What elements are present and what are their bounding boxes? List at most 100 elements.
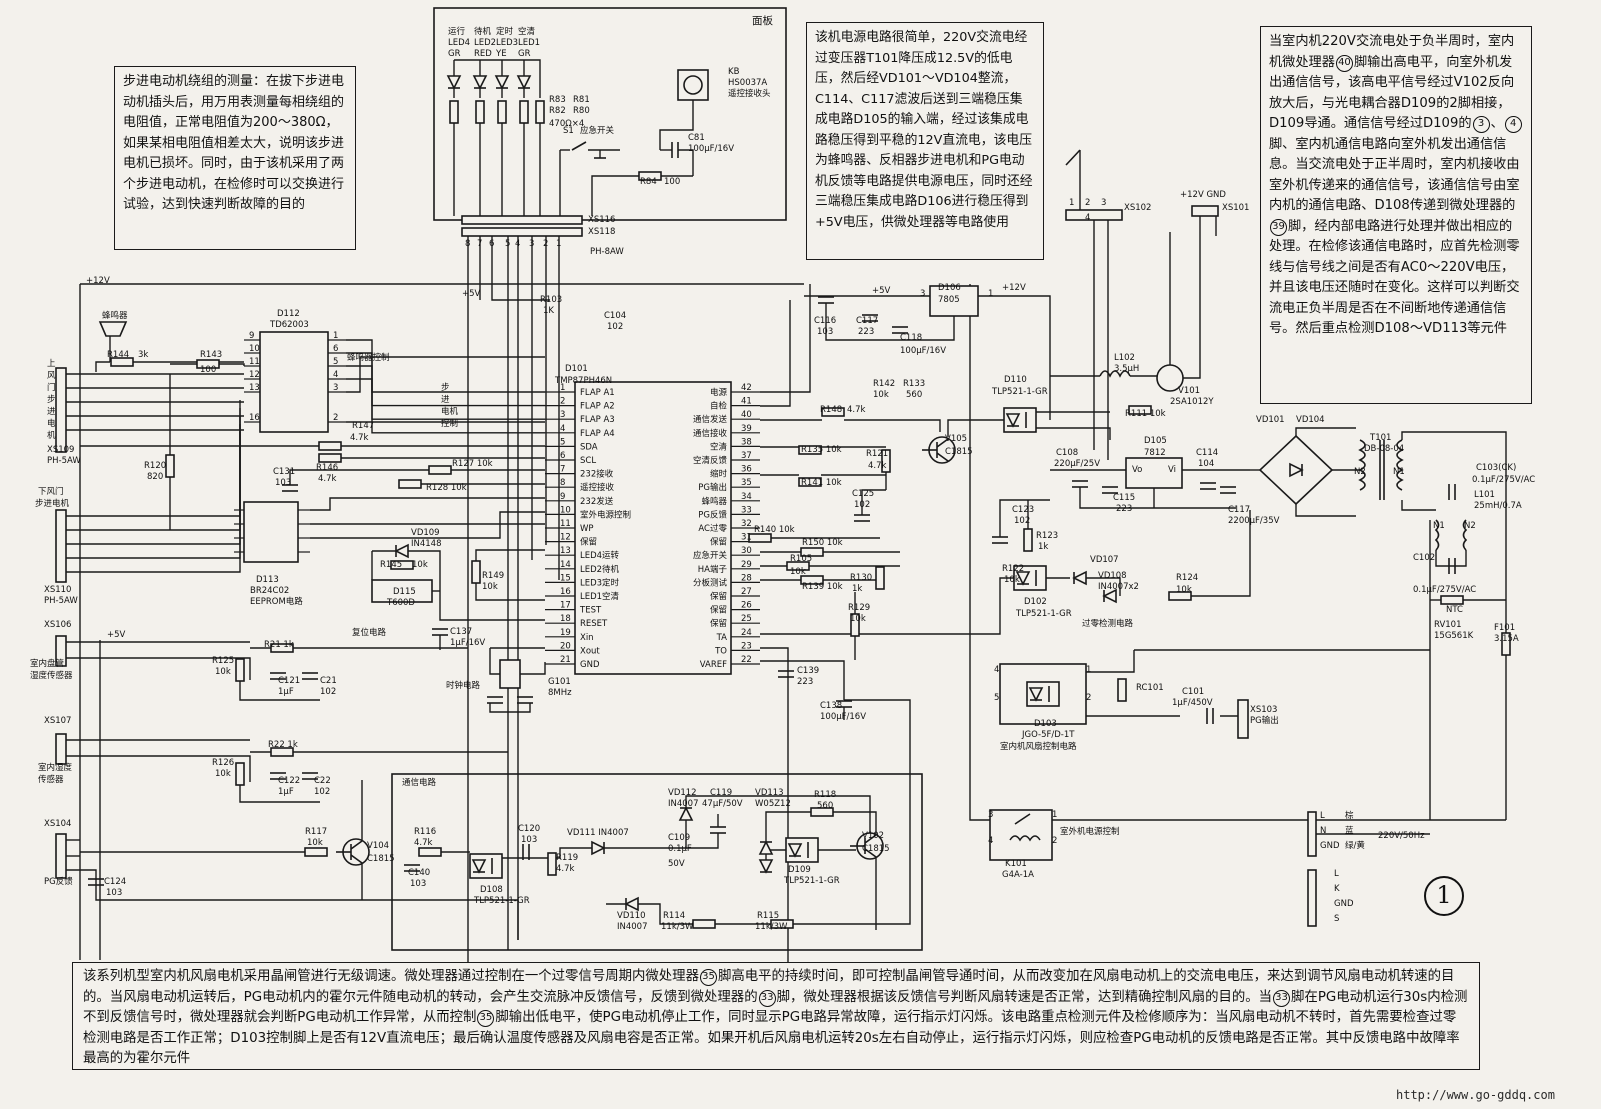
component-label: 蓝: [1345, 825, 1354, 836]
mcu-pin-number: 37: [741, 451, 752, 461]
mcu-pin-number: 30: [741, 546, 752, 556]
power-supply-note: 该机电源电路很简单，220V交流电经过变压器T101降压成12.5V的低电压，然…: [806, 22, 1044, 260]
relay-k101: [989, 809, 1053, 861]
component-label: C116: [814, 316, 836, 326]
connector-pin-number: 4: [515, 239, 520, 249]
diode-symbol: [1005, 413, 1021, 428]
component-label: L: [1334, 869, 1339, 879]
component-label: 室外机电源控制: [1060, 826, 1120, 837]
component-label: VD113: [755, 788, 784, 798]
component-label: C101: [1182, 687, 1204, 697]
note-text: 脚高电平的持续时间，即可控制晶闸管导通时间，从而改变加在风扇电动机上的交流电电压…: [83, 969, 1455, 1005]
wire: [765, 811, 811, 842]
mcu-pin-label: 电源: [710, 387, 728, 398]
component-label: XS106: [44, 620, 71, 630]
circuit-components: [55, 7, 1511, 951]
diode-symbol: [758, 859, 774, 874]
diode-symbol: [1072, 570, 1087, 586]
component-label: 1μF: [278, 687, 294, 697]
component-label: 1k: [852, 584, 862, 594]
component-label: VD109: [411, 528, 440, 538]
bridge-rectifier: [1258, 434, 1334, 506]
component-label: 50V: [668, 859, 685, 869]
reset-ic-d115: [371, 579, 433, 603]
circled-pin-number: 39: [1270, 218, 1287, 236]
mcu-pin-number: 6: [560, 451, 565, 461]
wire: [289, 469, 545, 485]
component-label: 室内机风扇控制电路: [1000, 741, 1077, 752]
panel-resistor-label: R81: [573, 95, 590, 105]
mcu-pin-number: 15: [560, 573, 571, 583]
component-label: R129: [848, 603, 870, 613]
resistor-symbol: [786, 561, 810, 571]
note-text: 脚在PG电动机运行30s内检测不到反馈信号时，微处理器就会判断PG电动机工作异常…: [83, 989, 1468, 1026]
component-label: 电机: [441, 406, 459, 417]
component-label: TMP87PH46N: [554, 376, 612, 386]
component-label: 4.7k: [350, 433, 369, 443]
resistor-symbol: [318, 441, 342, 451]
component-label: 3: [1101, 198, 1106, 208]
mcu-pin-number: 40: [741, 410, 752, 420]
component-label: TLP521-1-GR: [783, 876, 840, 886]
led-function-label: 运行: [448, 26, 466, 37]
note-text: 当室内机220V交流电处于负半周时，室内机微处理器: [1269, 34, 1515, 70]
component-label: 绿/黄: [1345, 840, 1365, 851]
component-label: S: [1334, 914, 1339, 924]
wire: [310, 511, 545, 539]
component-label: 1μF: [278, 787, 294, 797]
resistor-symbol: [475, 100, 485, 124]
diode-symbol: [516, 75, 532, 90]
fan-control-note: 该系列机型室内机风扇电机采用晶闸管进行无级调速。微处理器通过控制在一个过零信号周…: [72, 962, 1480, 1070]
component-label: 223: [797, 677, 813, 687]
resistor-symbol: [770, 919, 794, 929]
component-label: NTC: [1446, 605, 1463, 615]
component-label: 上: [47, 359, 56, 369]
wire: [833, 811, 877, 834]
component-label: VD104: [1296, 415, 1325, 425]
mcu-pin-label: PG输出: [698, 482, 727, 493]
driver-pin-number: 16: [249, 413, 260, 423]
driver-pin-number: 11: [249, 357, 260, 367]
mcu-pin-label: 应急开关: [693, 550, 728, 561]
component-label: 过零检测电路: [1082, 618, 1134, 629]
resistor-label: R84: [640, 177, 657, 187]
mcu-pin-number: 7: [560, 465, 565, 475]
relay-coil: [1009, 835, 1041, 842]
wire: [239, 785, 320, 803]
component-label: R105: [790, 554, 812, 564]
component-label: 15G561K: [1434, 631, 1474, 641]
wire: [1079, 487, 1236, 509]
connector-label: XS118: [588, 227, 615, 237]
transistor-collector: [864, 834, 877, 844]
component-label: G4A-1A: [1002, 870, 1034, 880]
resistor-symbol: [165, 454, 175, 478]
wire: [1295, 504, 1356, 517]
mcu-pin-number: 20: [560, 641, 571, 651]
component-label: +5V: [107, 630, 126, 640]
component-label: 8MHz: [548, 688, 572, 698]
mcu-pin-number: 41: [741, 397, 752, 407]
wire: [659, 100, 694, 150]
transistor-collector: [350, 840, 363, 850]
optocoupler-symbol: [785, 837, 819, 863]
component-label: R116: [414, 827, 436, 837]
wire: [408, 550, 545, 621]
panel-border: [433, 7, 787, 221]
mcu-pin-label: 保留: [710, 537, 727, 548]
resistor-label: 100: [664, 177, 680, 187]
mcu-pin-number: 25: [741, 614, 752, 624]
wire: [491, 250, 550, 301]
resistor-symbol: [800, 575, 824, 585]
component-label: 103: [410, 879, 426, 889]
resistor-symbol: [748, 533, 772, 543]
component-label: R126: [212, 758, 234, 768]
mcu-pin-label: 通信接收: [693, 428, 728, 439]
relay-contact: [1014, 813, 1031, 825]
component-label: 100μF/16V: [820, 712, 866, 722]
component-label: 蜂鸣器控制: [347, 352, 390, 363]
resistor-symbol: [692, 919, 716, 929]
wire: [686, 833, 719, 849]
component-label: D108: [480, 885, 503, 895]
switch-lever: [1065, 149, 1081, 166]
